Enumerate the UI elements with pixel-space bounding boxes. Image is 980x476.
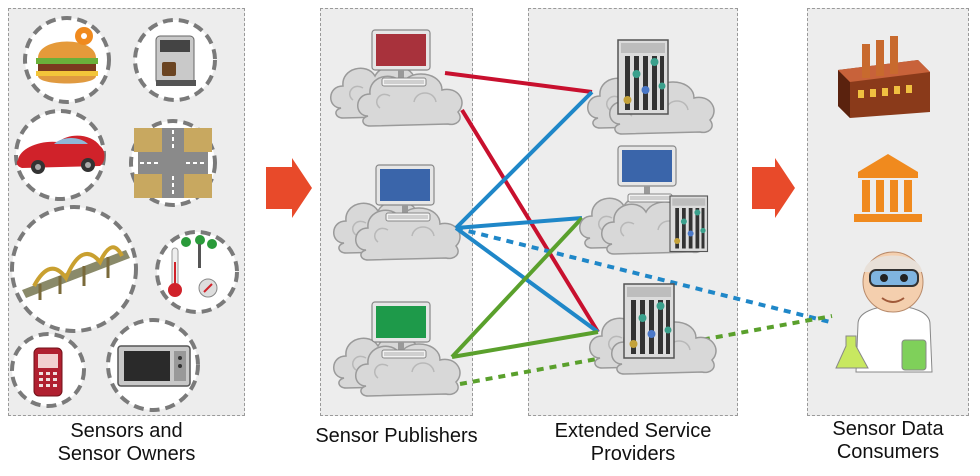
crossroad-icon bbox=[129, 119, 217, 207]
publisher-1 bbox=[329, 29, 463, 127]
car-icon bbox=[14, 109, 106, 201]
weather-station-icon bbox=[155, 230, 239, 314]
scientist-icon bbox=[835, 251, 933, 373]
providers-label: Extended Service Providers bbox=[528, 420, 738, 466]
providers-label-line1: Extended Service bbox=[554, 420, 712, 442]
provider-2 bbox=[578, 145, 709, 255]
flow-arrow-1 bbox=[266, 158, 312, 218]
microwave-icon bbox=[106, 318, 200, 412]
factory-icon bbox=[838, 36, 930, 118]
mobile-phone-icon bbox=[10, 332, 86, 408]
owners-label: Sensors and Sensor Owners bbox=[8, 420, 245, 466]
publishers-label: Sensor Publishers bbox=[290, 425, 503, 448]
links bbox=[444, 71, 833, 386]
providers-label-line2: Providers bbox=[590, 443, 676, 465]
owners-label-line2: Sensor Owners bbox=[57, 443, 196, 465]
provider-1 bbox=[586, 39, 715, 135]
consumers-label-line2: Consumers bbox=[836, 441, 940, 463]
publisher-3 bbox=[332, 301, 461, 397]
publisher-2 bbox=[332, 164, 461, 261]
rss-burger-icon bbox=[23, 16, 111, 104]
coffee-machine-icon bbox=[133, 18, 217, 102]
government-building-icon bbox=[854, 154, 922, 222]
owners-label-line1: Sensors and bbox=[70, 420, 183, 442]
publishers-label-text: Sensor Publishers bbox=[315, 425, 478, 447]
consumers-label-line1: Sensor Data bbox=[832, 418, 944, 440]
flow-arrow-2 bbox=[752, 158, 795, 218]
bridge-icon bbox=[10, 205, 138, 333]
consumers-label: Sensor Data Consumers bbox=[800, 418, 976, 464]
provider-3 bbox=[588, 283, 717, 375]
